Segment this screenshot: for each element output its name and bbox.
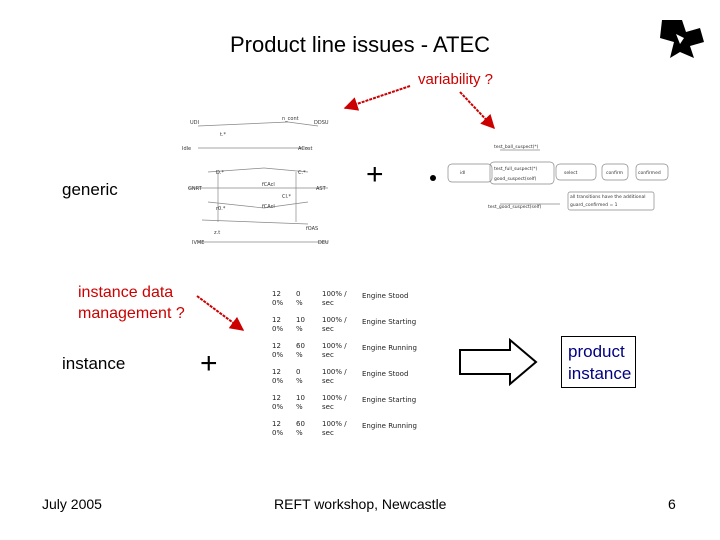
diagram-label: fCAcl [262,204,275,210]
plus-symbol-top: + [366,158,384,191]
table-cell: % [296,429,303,437]
diagram-label: confirm [606,170,623,176]
diagram-label: idl [460,170,465,176]
instance-table: 12 0% 0 % 100% / sec Engine Stood 12 0% … [258,284,438,444]
table-cell: sec [322,429,334,437]
generic-label: generic [62,180,118,199]
table-cell: Engine Running [362,344,417,352]
table-cell: 0% [272,299,284,307]
logo-icon [660,20,704,58]
feature-diagram: UDI n_cont DDSU t.* Idle ACost D.* C.* G… [182,116,329,246]
diagram-label: select [564,170,578,176]
table-cell: Engine Stood [362,370,409,378]
instance-data-label-line1: instance data [78,284,174,301]
plus-symbol-bottom: + [200,347,218,380]
block-arrow-icon [459,338,538,386]
table-cell: sec [322,351,334,359]
diagram-label: fOAS [306,226,318,232]
table-cell: 100% / [322,368,347,376]
diagram-label: IVME [192,240,204,246]
table-cell: 12 [272,290,281,298]
table-cell: % [296,299,303,307]
product-instance-box: product instance [561,336,636,388]
diagram-label: DEU [318,240,329,246]
table-cell: 12 [272,316,281,324]
table-cell: 0% [272,351,284,359]
table-cell: Engine Running [362,422,417,430]
table-cell: Engine Stood [362,292,409,300]
diagram-label: test_good_suspect(self) [488,204,541,210]
diagram-label: UDI [190,120,199,126]
table-cell: 100% / [322,420,347,428]
table-cell: sec [322,299,334,307]
diagram-label: D.* [216,170,224,176]
connector-dot [430,175,436,181]
diagram-label: C.* [298,170,306,176]
product-instance-line2: instance [568,364,632,383]
table-cell: 100% / [322,290,347,298]
state-diagram: test_ball_suspect(*) idl test_full_suspe… [447,144,669,211]
table-cell: 60 [296,342,305,350]
diagram-label: test_ball_suspect(*) [494,144,539,150]
diagram-label: z.t [214,230,220,236]
diagram-label: fCAcl [262,182,275,188]
table-cell: 12 [272,342,281,350]
instance-data-label-line2: management ? [78,305,185,322]
table-cell: sec [322,325,334,333]
table-cell: 0 [296,368,301,376]
diagram-label: Idle [182,146,191,152]
table-cell: 0 [296,290,301,298]
diagram-label: GNRT [188,186,203,192]
table-cell: Engine Starting [362,396,417,404]
table-cell: sec [322,403,334,411]
diagram-label: AST [316,186,327,192]
footer-venue: REFT workshop, Newcastle [274,496,447,512]
diagram-label: good_suspect(self) [494,176,537,182]
table-cell: 12 [272,368,281,376]
table-cell: % [296,351,303,359]
page-number: 6 [668,496,676,512]
table-cell: sec [322,377,334,385]
product-instance-line1: product [568,342,625,361]
diagram-label: n_cont [282,116,299,122]
table-cell: 0% [272,325,284,333]
variability-label: variability ? [418,71,494,88]
table-cell: % [296,377,303,385]
diagram-label: guard_confirmed = 1 [570,202,618,208]
footer-date: July 2005 [42,496,102,512]
table-cell: 0% [272,377,284,385]
table-cell: 0% [272,403,284,411]
table-cell: Engine Starting [362,318,417,326]
diagram-label: t.* [220,132,227,138]
table-cell: 12 [272,420,281,428]
slide-title: Product line issues - ATEC [229,32,491,57]
table-cell: 100% / [322,394,347,402]
table-cell: 100% / [322,316,347,324]
table-cell: 10 [296,316,305,324]
instance-label: instance [62,354,126,373]
table-cell: 12 [272,394,281,402]
table-cell: % [296,403,303,411]
table-cell: % [296,325,303,333]
diagram-label: Cl.* [282,194,291,200]
table-cell: 10 [296,394,305,402]
diagram-label: ACost [298,146,312,152]
diagram-label: confirmed [638,170,661,176]
table-cell: 60 [296,420,305,428]
diagram-label: r0.* [216,206,226,212]
table-cell: 100% / [322,342,347,350]
diagram-label: DDSU [314,120,329,126]
table-cell: 0% [272,429,284,437]
diagram-label: test_full_suspect(*) [494,166,537,172]
diagram-label: all transitions have the additional [570,194,646,200]
